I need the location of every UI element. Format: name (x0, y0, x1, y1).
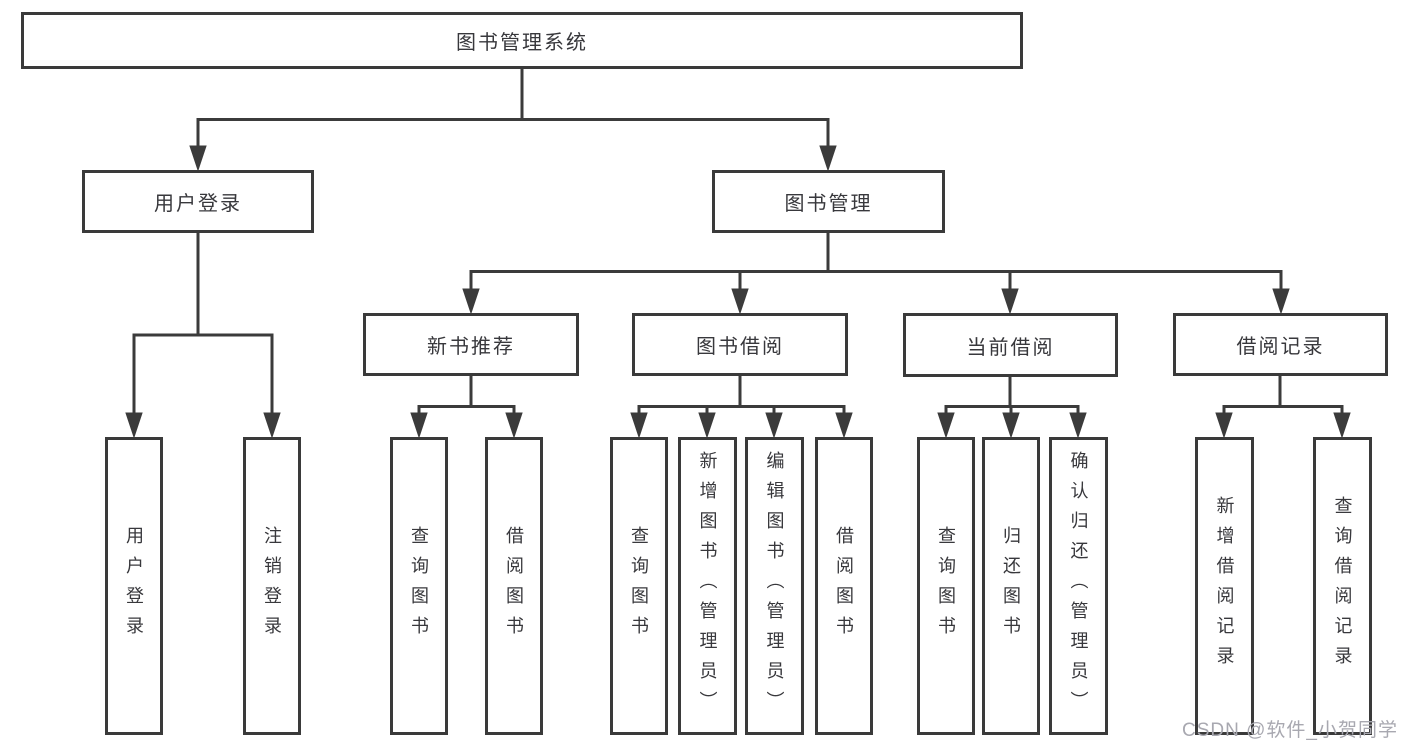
node-query-book: 查询图书 (610, 437, 668, 735)
node-label: 编辑图书（管理员） (764, 451, 785, 721)
node-user-login: 用户登录 (82, 170, 314, 233)
node-return-book: 归还图书 (982, 437, 1040, 735)
node-new-book-recommend: 新书推荐 (363, 313, 579, 376)
node-label: 新书推荐 (427, 336, 515, 358)
node-add-book-admin: 新增图书（管理员） (678, 437, 737, 735)
node-label: 当前借阅 (966, 336, 1055, 359)
node-borrow-book: 借阅图书 (815, 437, 873, 735)
node-user-login-action: 用户登录 (105, 437, 163, 735)
node-label: 图书管理 (784, 193, 873, 215)
node-book-borrowing: 图书借阅 (632, 313, 848, 376)
node-library-system: 图书管理系统 (21, 12, 1023, 69)
node-label: 新增图书（管理员） (697, 451, 718, 721)
node-logout-action: 注销登录 (243, 437, 301, 735)
node-label: 借阅记录 (1236, 336, 1325, 358)
node-label: 确认归还（管理员） (1068, 451, 1089, 721)
node-label: 查询借阅记录 (1332, 496, 1353, 676)
node-label: 图书借阅 (696, 336, 784, 358)
node-label: 借阅图书 (834, 526, 854, 646)
node-add-borrow-record: 新增借阅记录 (1195, 437, 1254, 735)
node-query-borrow-record: 查询借阅记录 (1313, 437, 1372, 735)
node-borrowing-records: 借阅记录 (1173, 313, 1388, 376)
node-label: 查询图书 (409, 526, 429, 646)
node-label: 查询图书 (629, 526, 649, 646)
node-label: 查询图书 (936, 526, 956, 646)
node-label: 借阅图书 (504, 526, 524, 646)
node-book-management: 图书管理 (712, 170, 945, 233)
node-current-borrowing: 当前借阅 (903, 313, 1118, 377)
node-query-book: 查询图书 (390, 437, 448, 735)
node-label: 用户登录 (124, 526, 144, 646)
node-label: 图书管理系统 (456, 32, 588, 54)
node-borrow-book: 借阅图书 (485, 437, 543, 735)
node-edit-book-admin: 编辑图书（管理员） (745, 437, 804, 735)
csdn-watermark: CSDN @软件_小贺同学 (1182, 720, 1398, 741)
node-label: 注销登录 (262, 526, 282, 646)
node-query-book: 查询图书 (917, 437, 975, 735)
node-label: 用户登录 (154, 193, 242, 215)
node-label: 归还图书 (1001, 526, 1021, 646)
node-confirm-return-admin: 确认归还（管理员） (1049, 437, 1108, 735)
node-label: 新增借阅记录 (1214, 496, 1235, 676)
